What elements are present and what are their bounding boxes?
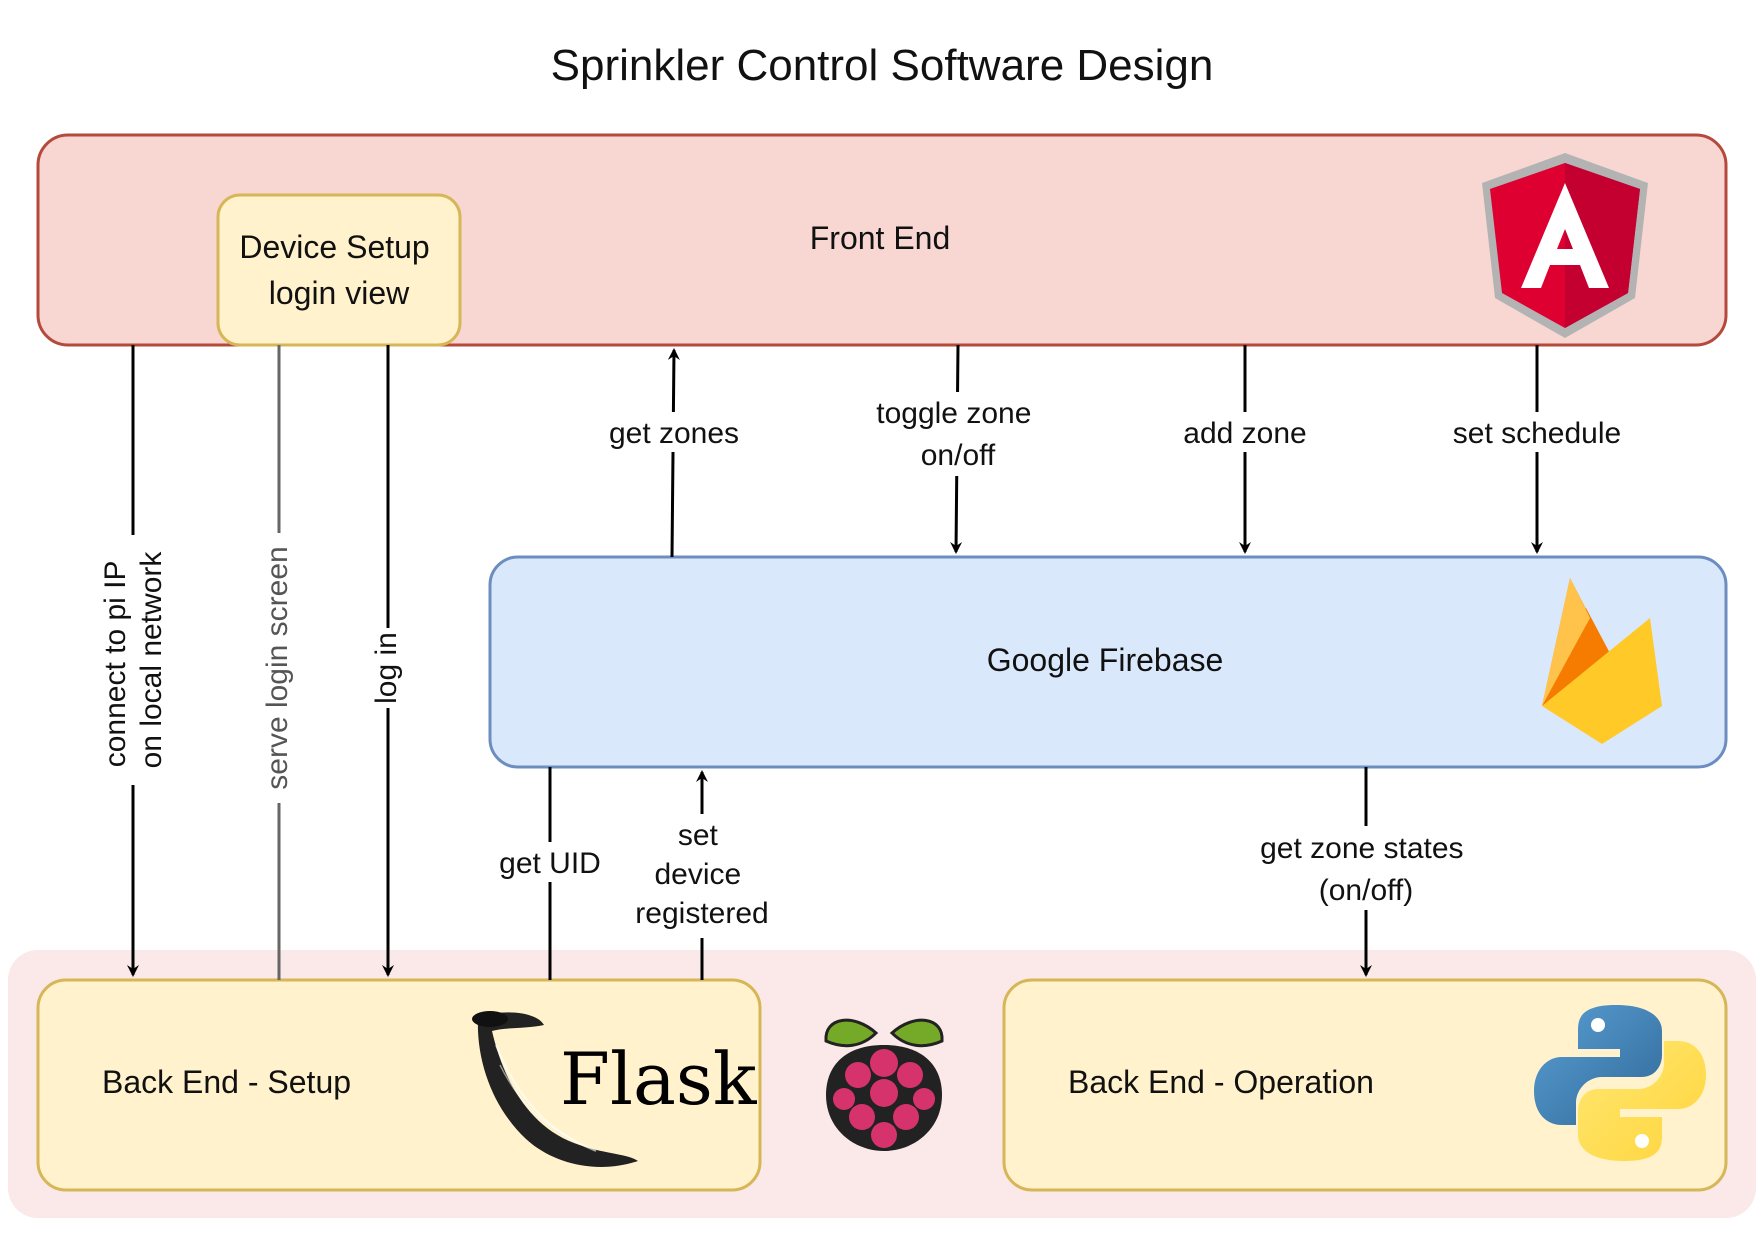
back-end-operation-box	[1002, 978, 1728, 1192]
svg-text:connect to pi IP on loca: connect to pi IP on local network	[99, 551, 168, 769]
label-get-uid: get UID	[499, 847, 601, 880]
label-set-device: set device registered	[635, 819, 768, 930]
label-connect-pi: connect to pi IP on local network	[93, 535, 169, 785]
front-end-label: Front End	[810, 220, 951, 256]
back-end-operation-label: Back End - Operation	[1068, 1064, 1374, 1100]
label-get-zone-states: get zone states (on/off)	[1260, 832, 1472, 907]
label-serve-login: serve login screen	[257, 533, 294, 803]
device-setup-login-view-box	[216, 193, 462, 347]
svg-text:log in: log in	[370, 632, 403, 704]
diagram-title: Sprinkler Control Software Design	[551, 41, 1214, 90]
back-end-setup-box	[36, 978, 762, 1192]
firebase-icon	[1542, 578, 1662, 744]
label-add-zone: add zone	[1183, 417, 1306, 450]
google-firebase-box	[488, 555, 1728, 769]
flask-horn-icon	[472, 1011, 638, 1167]
label-set-schedule: set schedule	[1453, 417, 1621, 450]
svg-text:serve login screen: serve login screen	[261, 546, 294, 789]
label-toggle-zone: toggle zone on/off	[876, 397, 1039, 472]
back-end-setup-label: Back End - Setup	[102, 1064, 351, 1100]
edge-get-zones	[667, 348, 680, 558]
raspberry-pi-icon	[824, 1018, 944, 1151]
flask-wordmark: Flask	[560, 1037, 758, 1121]
label-log-in: log in	[366, 628, 403, 708]
python-icon	[1534, 1005, 1706, 1161]
device-setup-label: Device Setup login view	[239, 229, 438, 311]
label-get-zones: get zones	[609, 417, 739, 450]
firebase-label: Google Firebase	[987, 642, 1224, 678]
angular-icon	[1482, 153, 1648, 338]
